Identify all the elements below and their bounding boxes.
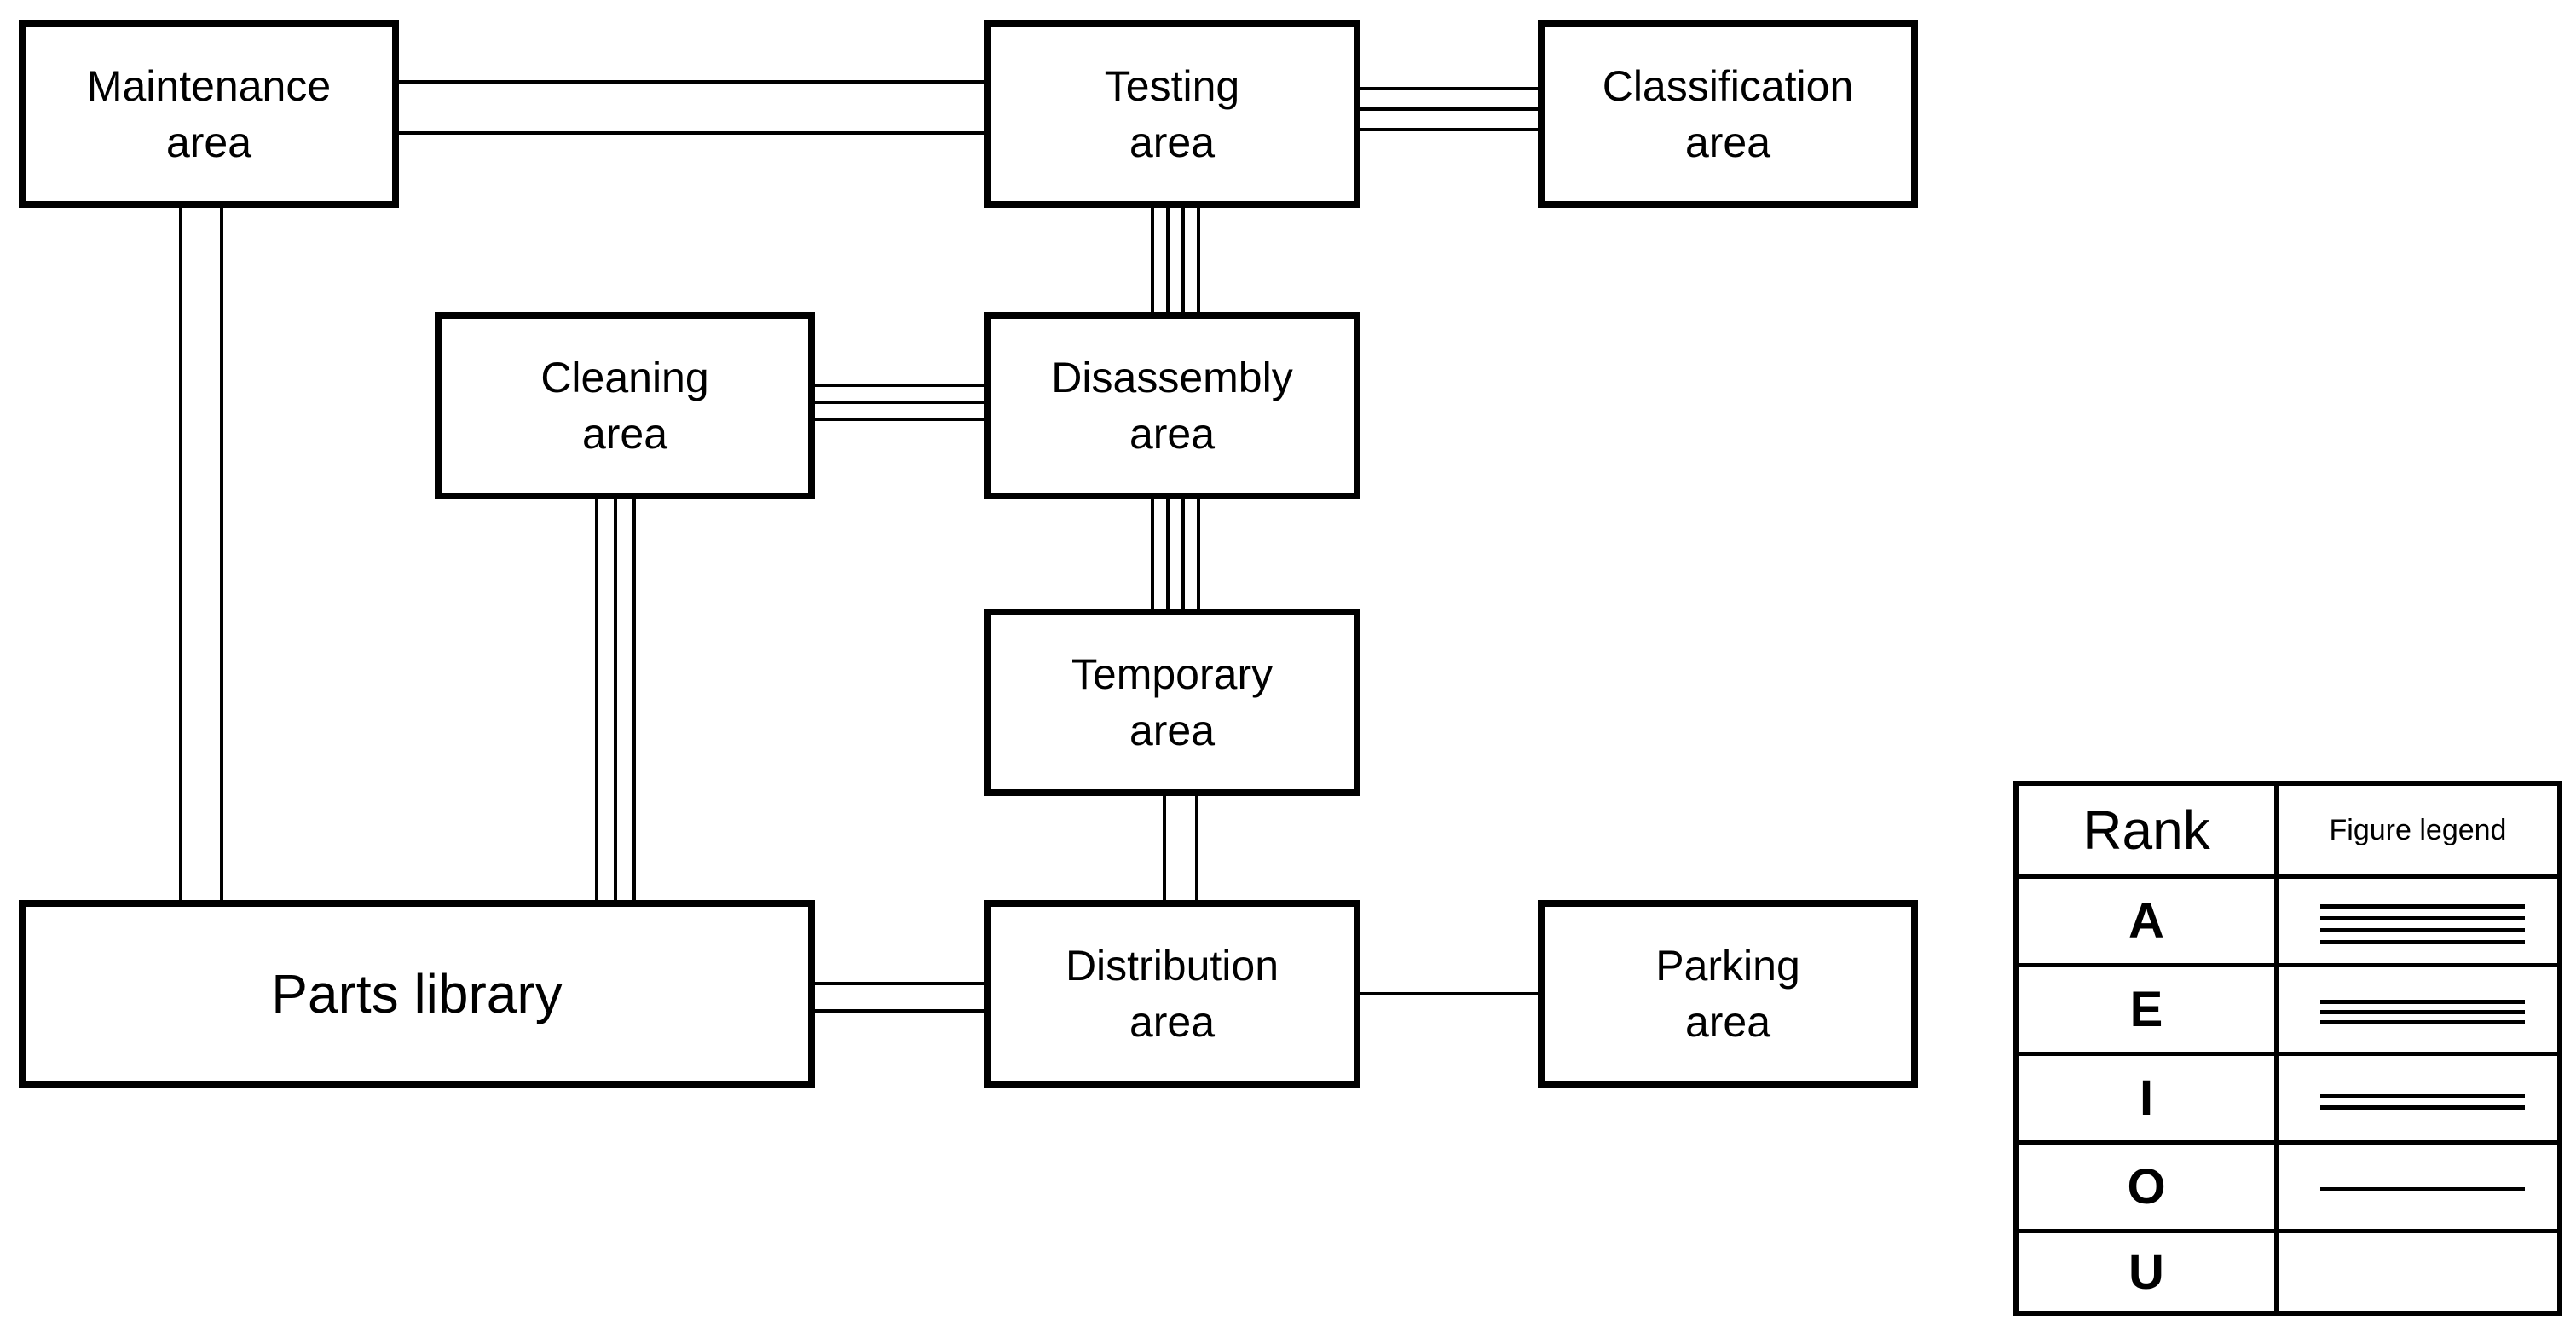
legend-rank-label: O <box>2127 1159 2166 1215</box>
legend-row-o: O <box>2019 1140 2557 1229</box>
connector-disassembly-temporary <box>1151 499 1200 609</box>
area-label: area <box>581 410 668 458</box>
cleaning-area-box: Cleaning area <box>435 312 815 499</box>
connector-maintenance-parts <box>179 208 223 900</box>
legend-rank-label: E <box>2129 982 2163 1037</box>
legend-divider <box>2274 1233 2279 1311</box>
legend-line-sample <box>2320 1056 2525 1140</box>
area-label: Parts library <box>271 963 563 1024</box>
classification-area-box: Classification area <box>1538 20 1918 208</box>
legend-divider <box>2274 1056 2279 1140</box>
area-label: area <box>165 118 252 166</box>
parts-library-box: Parts library <box>19 900 815 1088</box>
area-label: Distribution <box>1065 942 1279 990</box>
connector-testing-classification <box>1360 87 1538 131</box>
temporary-area-box: Temporary area <box>984 609 1360 796</box>
area-label: Disassembly <box>1051 354 1293 401</box>
legend-divider <box>2274 879 2279 963</box>
parking-area-box: Parking area <box>1538 900 1918 1088</box>
legend-rank-label: U <box>2128 1244 2164 1300</box>
area-label: area <box>1129 410 1216 458</box>
legend-row-u: U <box>2019 1229 2557 1311</box>
legend-header-figure: Figure legend <box>2329 813 2507 846</box>
legend-line-sample <box>2320 1145 2525 1229</box>
legend-divider <box>2274 1145 2279 1229</box>
area-label: area <box>1684 118 1771 166</box>
legend-header-rank: Rank <box>2082 799 2210 861</box>
area-label: Parking <box>1655 942 1800 990</box>
area-label: Temporary <box>1071 650 1274 698</box>
connector-testing-disassembly <box>1151 208 1200 312</box>
legend-divider <box>2274 967 2279 1052</box>
area-label: area <box>1129 998 1216 1046</box>
area-label: Cleaning <box>540 354 709 401</box>
area-label: Maintenance <box>86 62 332 110</box>
maintenance-area-box: Maintenance area <box>19 20 399 208</box>
area-label: Testing <box>1104 62 1240 110</box>
area-label: area <box>1684 998 1771 1046</box>
legend-line-sample <box>2320 967 2525 1052</box>
area-label: area <box>1129 118 1216 166</box>
legend-row-e: E <box>2019 963 2557 1052</box>
legend-row-i: I <box>2019 1052 2557 1140</box>
legend-table: Rank Figure legend A E I O U <box>2013 781 2562 1316</box>
area-label: area <box>1129 707 1216 754</box>
legend-line-sample <box>2320 879 2525 963</box>
connector-maintenance-testing <box>399 80 984 135</box>
disassembly-area-box: Disassembly area <box>984 312 1360 499</box>
area-label: Classification <box>1602 62 1854 110</box>
legend-header-row: Rank Figure legend <box>2019 786 2557 874</box>
legend-rank-label: I <box>2139 1070 2154 1126</box>
connector-cleaning-disassembly <box>815 384 984 421</box>
connector-temporary-distribution <box>1163 796 1198 900</box>
legend-rank-label: A <box>2128 893 2164 949</box>
testing-area-box: Testing area <box>984 20 1360 208</box>
distribution-area-box: Distribution area <box>984 900 1360 1088</box>
connector-parts-distribution <box>815 982 984 1013</box>
connector-cleaning-parts <box>595 499 636 900</box>
legend-row-a: A <box>2019 874 2557 963</box>
legend-divider <box>2274 786 2279 874</box>
